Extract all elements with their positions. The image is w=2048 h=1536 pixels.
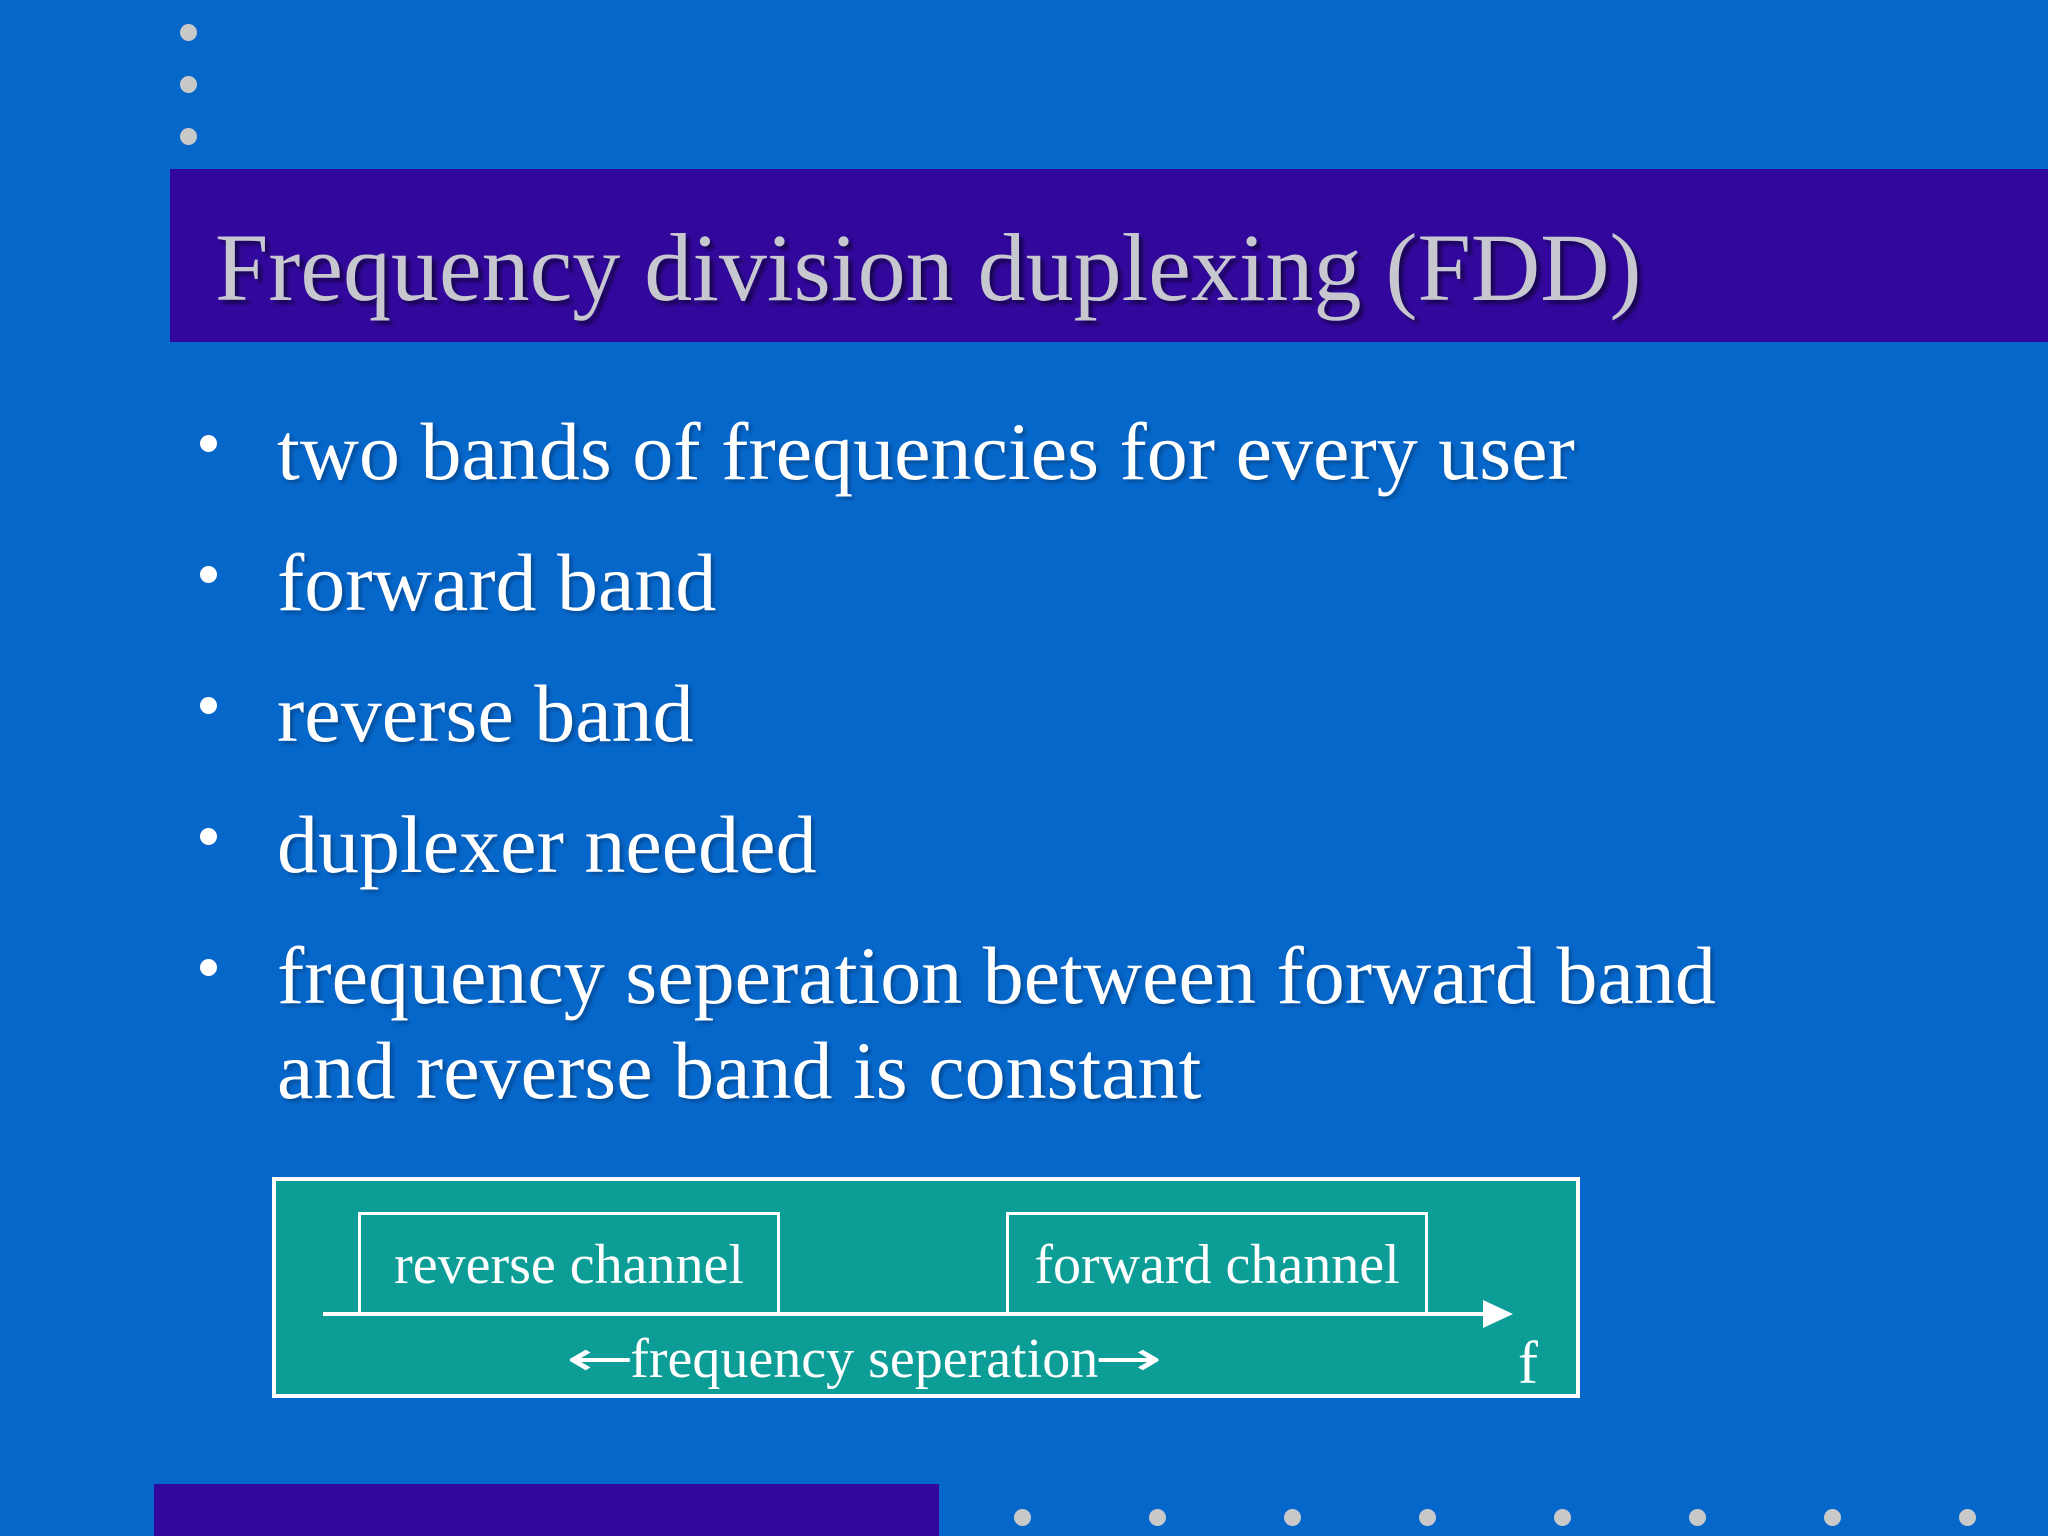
bullet-text: reverse band: [277, 668, 694, 759]
bullet-text: frequency seperation between forward ban…: [277, 930, 1716, 1116]
bottom-dots-decoration: [1014, 1509, 1976, 1526]
bottom-dot: [1014, 1509, 1031, 1526]
top-dot: [180, 128, 197, 145]
bullet-item: frequency seperation between forward ban…: [200, 928, 1960, 1118]
bottom-dot: [1689, 1509, 1706, 1526]
bullet-item: forward band: [200, 535, 1960, 630]
top-dots-decoration: [180, 24, 197, 145]
frequency-axis-arrow: [323, 1300, 1513, 1328]
left-arrow-icon: ←: [566, 1331, 635, 1387]
frequency-axis-label: f: [1518, 1330, 1538, 1396]
bullet-text: two bands of frequencies for every user: [277, 406, 1575, 497]
bullet-text: duplexer needed: [277, 799, 817, 890]
frequency-separation-label: frequency seperation: [630, 1328, 1099, 1390]
fdd-diagram: reverse channel forward channel ← freque…: [272, 1177, 1580, 1398]
right-arrow-icon: →: [1094, 1331, 1163, 1387]
slide-title: Frequency division duplexing (FDD): [215, 214, 1642, 321]
bullet-text: forward band: [277, 537, 717, 628]
title-bar: Frequency division duplexing (FDD): [170, 169, 2048, 342]
bottom-accent-bar: [154, 1484, 939, 1536]
bottom-dot: [1149, 1509, 1166, 1526]
bullet-item: duplexer needed: [200, 797, 1960, 892]
bottom-dot: [1959, 1509, 1976, 1526]
bullet-item: reverse band: [200, 666, 1960, 761]
top-dot: [180, 24, 197, 41]
bottom-dot: [1419, 1509, 1436, 1526]
bullet-item: two bands of frequencies for every user: [200, 404, 1960, 499]
bottom-dot: [1824, 1509, 1841, 1526]
reverse-channel-label: reverse channel: [394, 1233, 744, 1296]
forward-channel-label: forward channel: [1034, 1233, 1400, 1296]
top-dot: [180, 76, 197, 93]
bottom-dot: [1554, 1509, 1571, 1526]
frequency-separation-annotation: ← frequency seperation →: [566, 1327, 1162, 1391]
forward-channel-box: forward channel: [1006, 1212, 1428, 1314]
reverse-channel-box: reverse channel: [358, 1212, 780, 1314]
bullet-list: two bands of frequencies for every user f…: [200, 404, 1960, 1154]
bottom-dot: [1284, 1509, 1301, 1526]
